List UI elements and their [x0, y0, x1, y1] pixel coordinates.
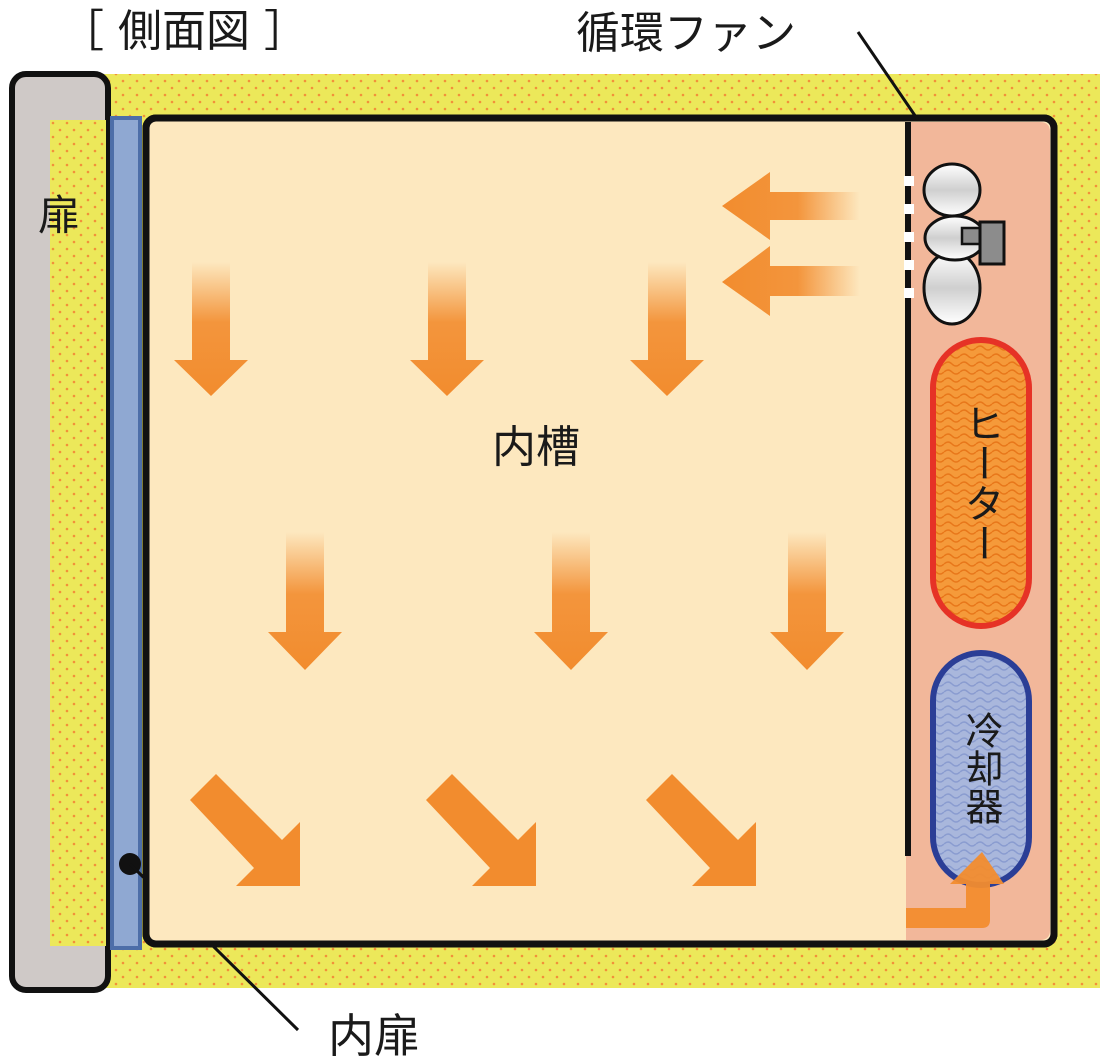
page-title: ［ 側面図 ］: [60, 6, 308, 57]
door-insulation: [50, 120, 106, 946]
arrow-left-icon: [722, 172, 860, 316]
arrow-down-icon: [174, 262, 844, 670]
fan-label: 循環ファン: [576, 8, 796, 59]
door-label: 扉: [38, 191, 80, 240]
heater: [930, 337, 1032, 629]
inner-door-label: 内扉: [328, 1009, 420, 1063]
inner-door: [110, 116, 142, 950]
fan-openings: [904, 176, 914, 298]
fan-icon: [922, 162, 1006, 326]
cooler-label: 冷却器: [959, 711, 1003, 825]
chamber-label: 内槽: [492, 422, 580, 473]
fan-leader: [856, 31, 920, 121]
return-airflow-arrow: [906, 852, 1004, 928]
chamber-outline: [142, 114, 1058, 948]
arrow-diagonal-icon: [190, 774, 756, 886]
heater-label: ヒーター: [958, 403, 1004, 563]
